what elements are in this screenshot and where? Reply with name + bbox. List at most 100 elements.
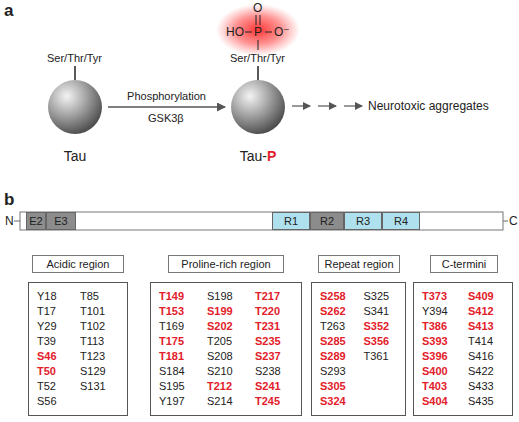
domain-label: R2 (320, 215, 334, 227)
residue-label: T245 (255, 394, 293, 409)
enzyme-label: GSK3β (148, 112, 184, 124)
residue-label: T361 (364, 349, 398, 364)
residue-grid: T373Y394T386S393S396S400T403S404S409S412… (422, 289, 504, 409)
phosphate-atom: O⁻ (274, 25, 290, 39)
residue-label: T169 (159, 319, 197, 334)
residue-label: T39 (37, 334, 70, 349)
residue-label: T373 (422, 289, 458, 304)
residue-label: S400 (422, 364, 458, 379)
residue-box: S258S262T263S285S289S293S305S324S325S341… (311, 282, 406, 416)
residue-label: Ser/Thr/Tyr (230, 52, 285, 64)
residue-label: S241 (255, 379, 293, 394)
residue-label: S352 (364, 319, 398, 334)
region-name: Repeat region (324, 258, 393, 270)
phosphate-atom: P (254, 25, 262, 39)
residue-label: T181 (159, 349, 197, 364)
residue-label: T231 (255, 319, 293, 334)
domain-label: R3 (356, 215, 370, 227)
residue-label: S435 (468, 394, 504, 409)
residue-label: S262 (320, 304, 354, 319)
residue-label: T85 (80, 289, 119, 304)
residue-label: S129 (80, 364, 119, 379)
cascade-arrows (292, 105, 362, 106)
residue-label: S208 (207, 349, 245, 364)
region-header: Acidic region (32, 255, 124, 273)
phosphate-atom: HO (226, 25, 244, 39)
domain-label: R1 (284, 215, 298, 227)
residue-label: T414 (468, 334, 504, 349)
protein-bar (20, 212, 503, 230)
residue-label: S131 (80, 379, 119, 394)
exon-segment: E3 (46, 212, 76, 230)
panel-letter: a (4, 1, 13, 21)
repeat-segment: R4 (382, 212, 420, 230)
phosphate-bonds (245, 15, 272, 50)
residue-label: S393 (422, 334, 458, 349)
residue-label: S195 (159, 379, 197, 394)
residue-label: S235 (255, 334, 293, 349)
residue-label: Y394 (422, 304, 458, 319)
residue-label: S413 (468, 319, 504, 334)
residue-label: T149 (159, 289, 197, 304)
residue-label: S210 (207, 364, 245, 379)
residue-label: S56 (37, 394, 70, 409)
residue-grid: Y18T17Y29T39S46T50T52S56T85T101T102T113T… (37, 289, 119, 409)
residue-label: S356 (364, 334, 398, 349)
region-header: Repeat region (318, 255, 400, 273)
region-header: Proline-rich region (168, 255, 284, 273)
region-name: C-termini (442, 258, 487, 270)
phosphate-atom: O (253, 1, 262, 15)
region-name: Acidic region (47, 258, 110, 270)
domain-label: R4 (394, 215, 408, 227)
residue-label: S199 (207, 304, 245, 319)
residue-label: T153 (159, 304, 197, 319)
residue-label: Y29 (37, 319, 70, 334)
residue-label: S202 (207, 319, 245, 334)
domain-label: E2 (29, 215, 42, 227)
region-name: Proline-rich region (181, 258, 270, 270)
residue-label: S404 (422, 394, 458, 409)
residue-grid: S258S262T263S285S289S293S305S324S325S341… (320, 289, 397, 409)
residue-label: T205 (207, 334, 245, 349)
residue-label: S184 (159, 364, 197, 379)
protein-name: P (267, 148, 276, 164)
residue-label: T17 (37, 304, 70, 319)
reaction-arrow (108, 106, 225, 107)
repeat-segment: R1 (272, 212, 310, 230)
terminus-label: N (5, 214, 14, 228)
protein-name: Tau- (240, 148, 267, 164)
residue-label: S433 (468, 379, 504, 394)
residue-box: T149T153T169T175T181S184S195Y197 S198S199… (150, 282, 302, 416)
residue-label: T123 (80, 349, 119, 364)
residue-label: Y197 (159, 394, 197, 409)
residue-label: S293 (320, 364, 354, 379)
residue-label: T113 (80, 334, 119, 349)
sphere-caption: Tau (64, 148, 87, 164)
repeat-segment: R3 (344, 212, 382, 230)
residue-label: T403 (422, 379, 458, 394)
residue-label: S198 (207, 289, 245, 304)
residue-label: S285 (320, 334, 354, 349)
residue-label: S412 (468, 304, 504, 319)
tau-sphere: Tau (48, 80, 102, 134)
residue-label: T175 (159, 334, 197, 349)
panel-letter: b (4, 190, 14, 210)
residue-label: T50 (37, 364, 70, 379)
residue-label: T52 (37, 379, 70, 394)
residue-label: S305 (320, 379, 354, 394)
residue-label: S258 (320, 289, 354, 304)
residue-label: S238 (255, 364, 293, 379)
residue-label: Y18 (37, 289, 70, 304)
domain-label: E3 (54, 215, 67, 227)
residue-box: Y18T17Y29T39S46T50T52S56T85T101T102T113T… (28, 282, 128, 416)
terminus-line (503, 221, 508, 222)
residue-label: T101 (80, 304, 119, 319)
residue-label: S324 (320, 394, 354, 409)
residue-label: S409 (468, 289, 504, 304)
residue-label: T212 (207, 379, 245, 394)
residue-label: T217 (255, 289, 293, 304)
residue-label: S237 (255, 349, 293, 364)
residue-label: S46 (37, 349, 70, 364)
residue-box: T373Y394T386S393S396S400T403S404S409S412… (413, 282, 513, 416)
